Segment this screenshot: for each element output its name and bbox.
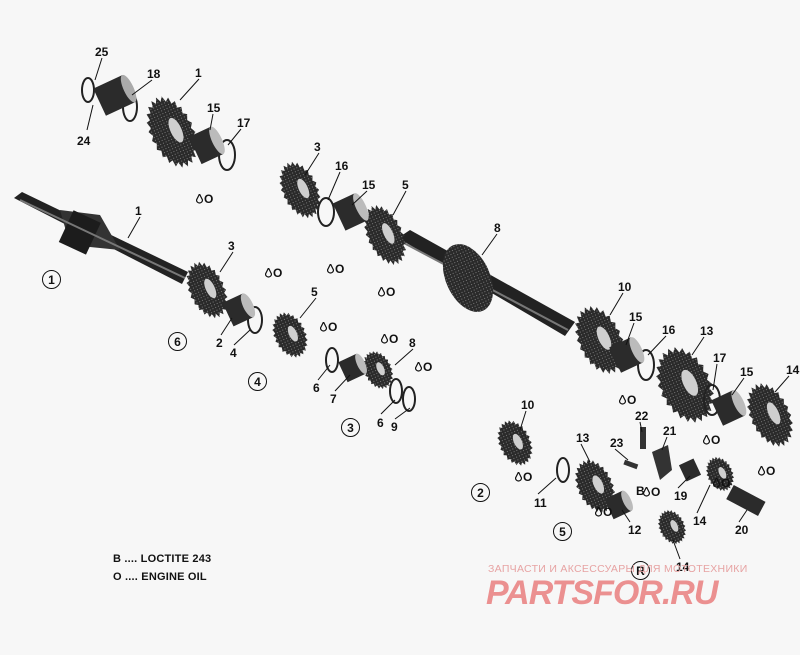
oil-drop-icon: O <box>514 470 532 484</box>
callout-label: 13 <box>576 431 590 445</box>
oil-drop-icon: O <box>326 262 344 276</box>
step-number-circle: 2 <box>471 483 490 502</box>
callout-label: 23 <box>610 436 624 450</box>
gear <box>657 509 687 545</box>
callout-label: 15 <box>740 365 754 379</box>
callout-label: 7 <box>330 392 337 406</box>
callout-label: 15 <box>362 178 376 192</box>
callout-label: 14 <box>786 363 800 377</box>
callout-label: 18 <box>147 67 161 81</box>
callout-label: 21 <box>663 424 677 438</box>
callout-label: 14 <box>693 514 707 528</box>
callout-label: 15 <box>629 310 643 324</box>
callout-label: 14 <box>676 560 690 574</box>
callout-label: 17 <box>237 116 251 130</box>
callout-label: 3 <box>228 239 235 253</box>
oil-drop-icon: O <box>618 393 636 407</box>
callout-label: 19 <box>674 489 688 503</box>
leader-lines <box>86 57 790 560</box>
oil-drop-icon: O <box>377 285 395 299</box>
legend-loctite: B .... LOCTITE 243 <box>113 553 212 565</box>
callout-label: 5 <box>311 285 318 299</box>
callout-label: 9 <box>391 420 398 434</box>
step-number-circle: 3 <box>341 418 360 437</box>
gear <box>747 383 793 447</box>
watermark-logo: PARTSFOR.RU <box>486 574 718 612</box>
step-number-circle: 5 <box>553 522 572 541</box>
shift-parts <box>623 427 672 480</box>
step-number-circle: 1 <box>42 270 61 289</box>
step-number-circle: 4 <box>248 372 267 391</box>
callout-label: 4 <box>230 346 237 360</box>
oil-drop-icon: O <box>757 464 775 478</box>
step-number-circle: R <box>631 561 650 580</box>
oil-drop-icon: O <box>380 332 398 346</box>
callout-label: 2 <box>216 336 223 350</box>
gears <box>146 96 793 545</box>
gear <box>575 306 625 374</box>
callout-label: 12 <box>628 523 642 537</box>
callout-label: 8 <box>494 221 501 235</box>
gear <box>497 420 533 466</box>
oil-drop-icon: O <box>264 266 282 280</box>
callout-label: 16 <box>335 159 349 173</box>
main-shaft <box>14 192 188 284</box>
callout-label: 22 <box>635 409 649 423</box>
legend-engine-oil: O .... ENGINE OIL <box>113 571 207 583</box>
bearings <box>93 74 766 520</box>
callout-label: 1 <box>135 204 142 218</box>
callout-label: 10 <box>521 398 535 412</box>
gear <box>705 456 735 492</box>
callout-label: 16 <box>662 323 676 337</box>
callout-label: 17 <box>713 351 727 365</box>
callout-label: 1 <box>195 66 202 80</box>
oil-drop-icon: O <box>702 433 720 447</box>
gear <box>272 312 308 358</box>
callout-label: 15 <box>207 101 221 115</box>
watermark-subtitle: ЗАПЧАСТИ И АКСЕССУАРЫ ДЛЯ МОТОТЕХНИКИ <box>488 563 748 575</box>
callout-label: 20 <box>735 523 749 537</box>
gear <box>186 261 228 319</box>
callout-label: 3 <box>314 140 321 154</box>
callout-label: 6 <box>377 416 384 430</box>
oil-drop-icon: O <box>414 360 432 374</box>
callout-label: 25 <box>95 45 109 59</box>
callout-label: 8 <box>409 336 416 350</box>
callout-label: 11 <box>534 496 547 510</box>
callout-label: 24 <box>77 134 91 148</box>
oil-drop-icon: O <box>642 485 660 499</box>
gear <box>363 205 407 265</box>
gear <box>656 347 714 423</box>
step-number-circle: 6 <box>168 332 187 351</box>
callout-label: 10 <box>618 280 632 294</box>
shaft-gear-8 <box>442 244 494 312</box>
oil-drop-icon: O <box>319 320 337 334</box>
oil-drop-icon: O <box>195 192 213 206</box>
gear <box>146 96 198 168</box>
gear <box>362 350 394 390</box>
oil-drop-icon: O <box>594 505 612 519</box>
oil-drop-icon: O <box>712 476 730 490</box>
callout-label: 5 <box>402 178 409 192</box>
callout-label: B <box>636 484 645 498</box>
callout-label: 13 <box>700 324 714 338</box>
gear <box>279 161 321 219</box>
callout-label: 6 <box>313 381 320 395</box>
